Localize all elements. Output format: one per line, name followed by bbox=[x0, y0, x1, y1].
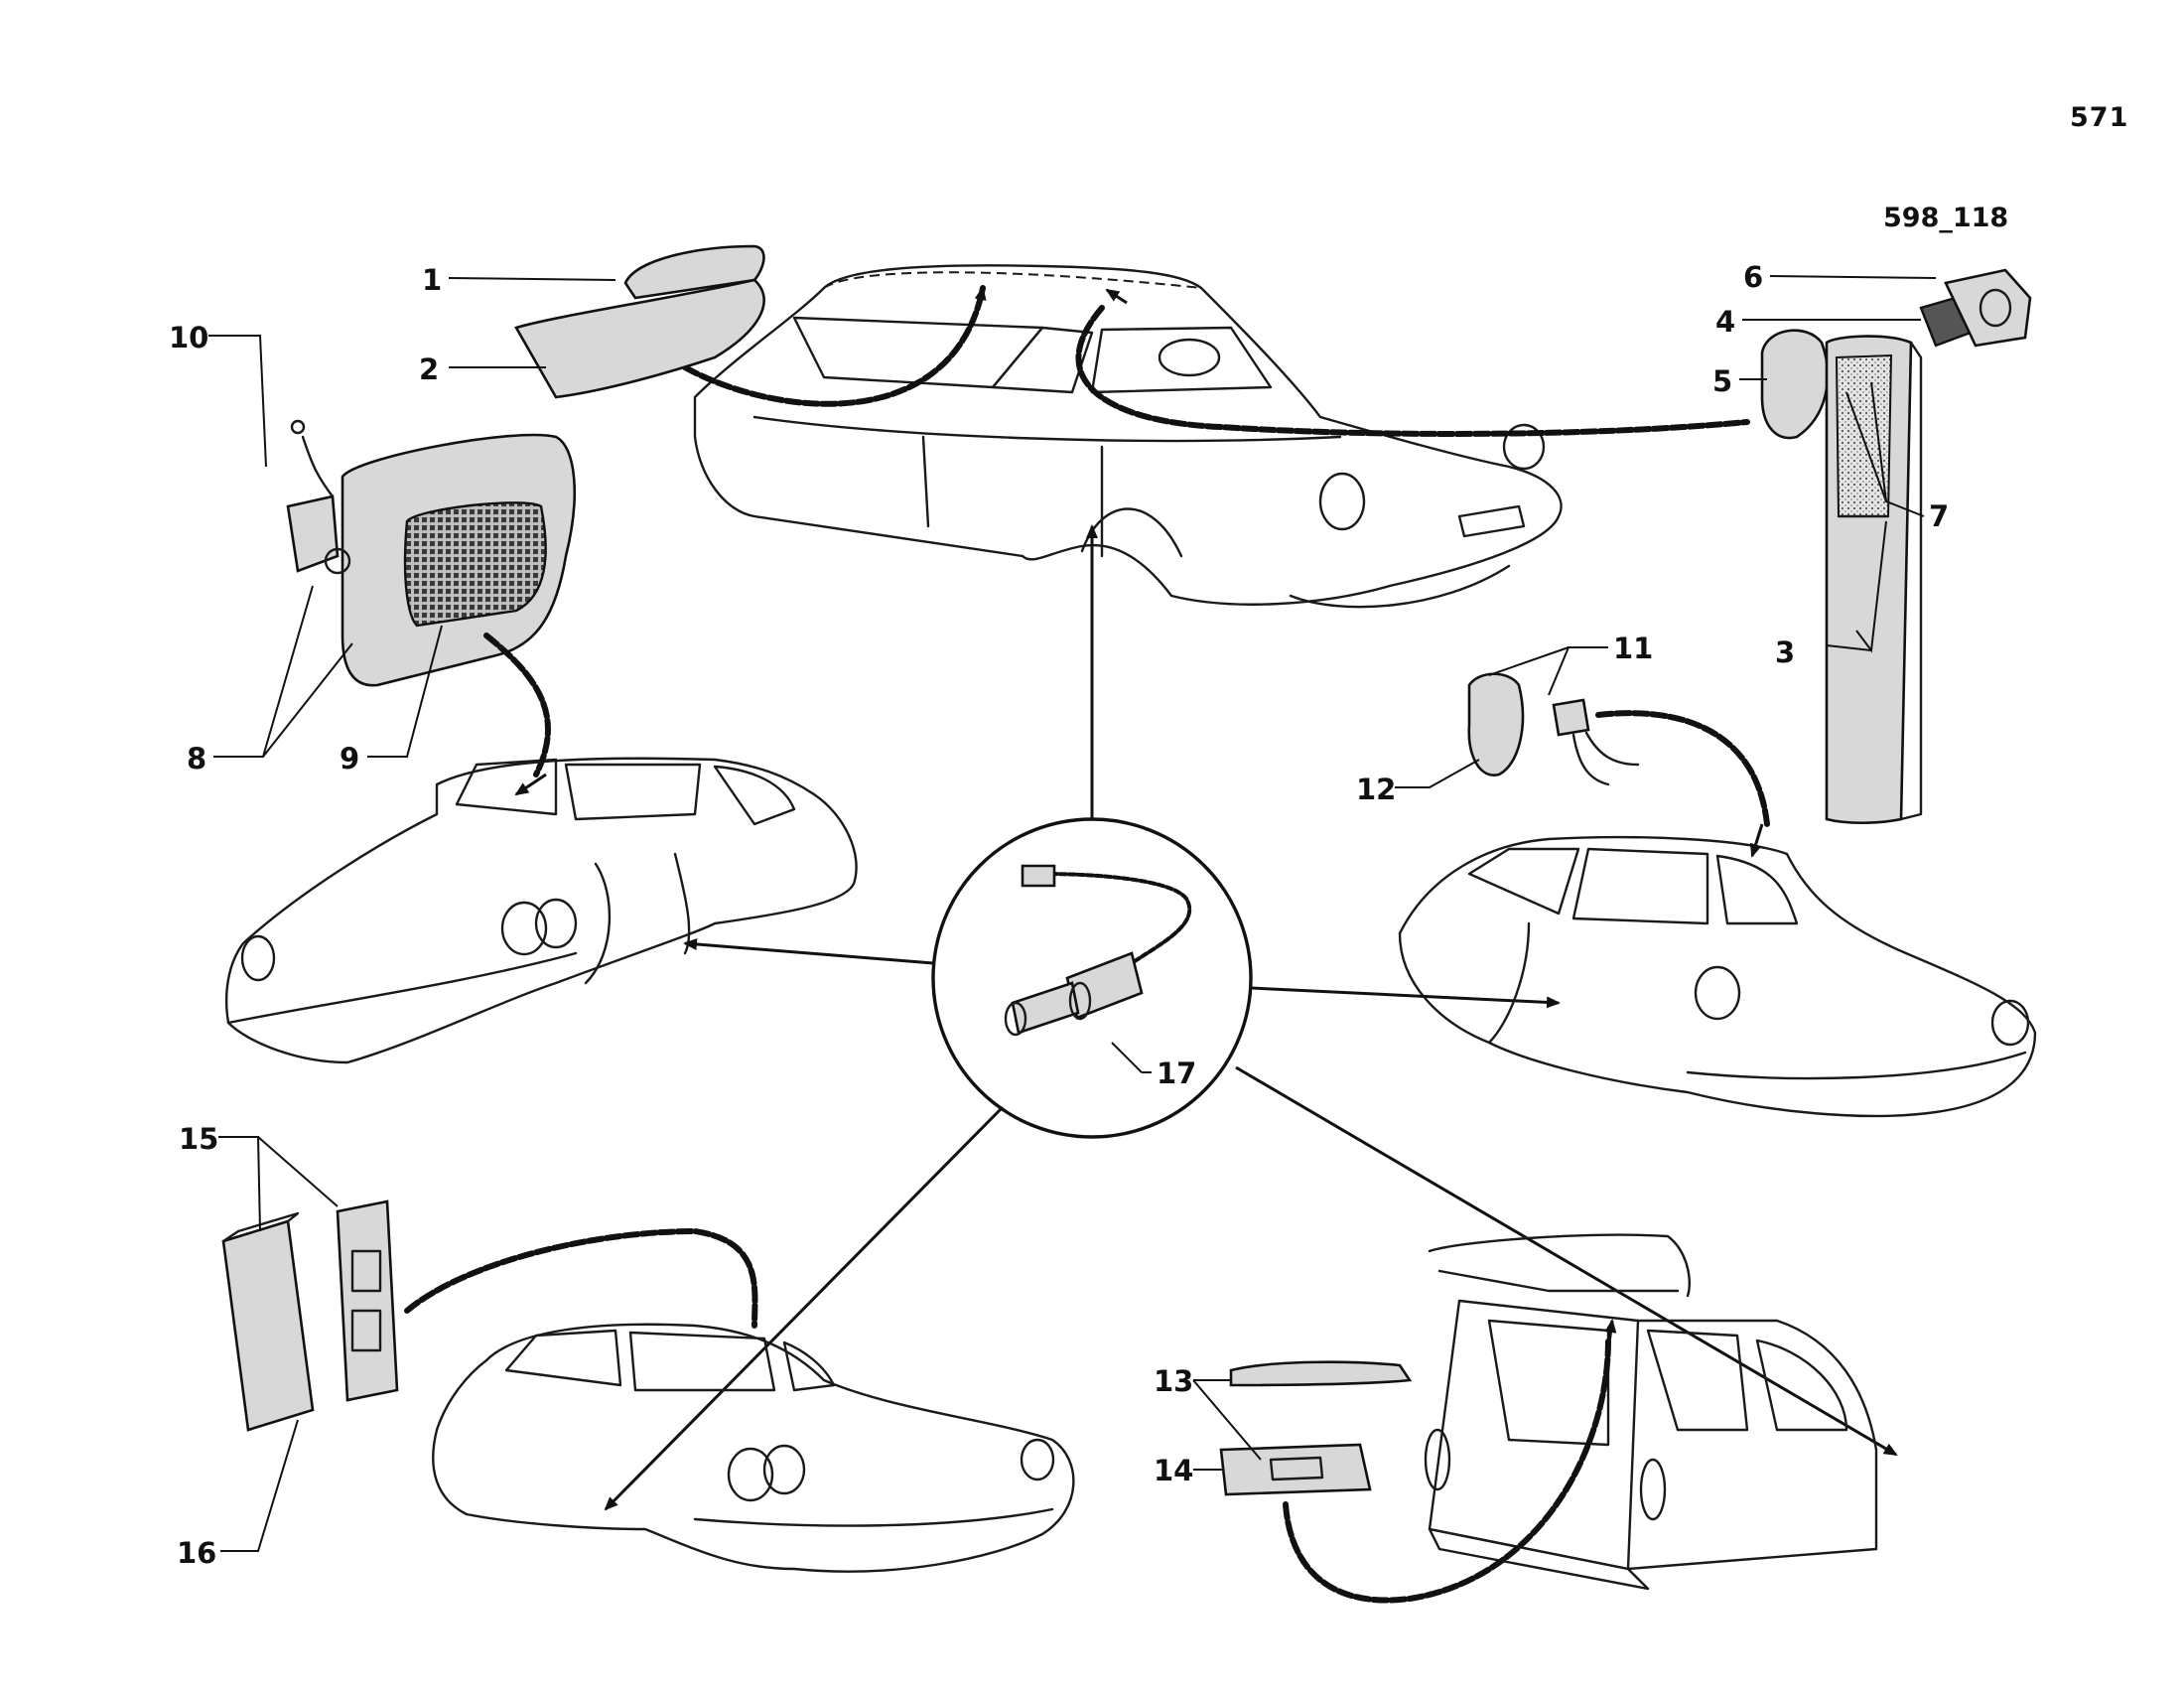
callout-13: 13 bbox=[1154, 1364, 1193, 1398]
part-3-7-pillar bbox=[1825, 335, 1923, 825]
estate-bottom-right-illustration bbox=[1424, 1233, 1878, 1591]
callout-8: 8 bbox=[187, 742, 206, 776]
callout-5: 5 bbox=[1712, 364, 1732, 398]
callout-12: 12 bbox=[1356, 773, 1396, 806]
part-13-14 bbox=[1219, 1360, 1413, 1496]
part-17-inset bbox=[931, 817, 1253, 1139]
callout-6: 6 bbox=[1743, 260, 1763, 294]
diagram-reference: 598_118 bbox=[1883, 203, 2009, 233]
callout-3: 3 bbox=[1775, 635, 1795, 669]
callout-numbers: 1 2 3 4 5 6 7 8 9 10 11 12 13 14 15 16 1… bbox=[169, 260, 1949, 1570]
part-15-16 bbox=[221, 1199, 399, 1432]
callout-1: 1 bbox=[422, 263, 442, 297]
page-number: 571 bbox=[2070, 102, 2129, 133]
sedan-bottom-left-illustration bbox=[432, 1323, 1075, 1573]
part-4-5-6 bbox=[1760, 268, 2032, 440]
part-11-12 bbox=[1467, 672, 1640, 786]
callout-15: 15 bbox=[179, 1122, 218, 1156]
callout-7: 7 bbox=[1929, 499, 1949, 533]
part-8-9-10-lamp bbox=[286, 419, 576, 687]
sedan-top-illustration bbox=[693, 264, 1563, 609]
callout-10: 10 bbox=[169, 321, 208, 354]
callout-2: 2 bbox=[419, 352, 439, 386]
callout-14: 14 bbox=[1154, 1454, 1193, 1487]
part-1-2-lamp bbox=[514, 244, 765, 399]
sedan-right-illustration bbox=[1398, 835, 2037, 1118]
callout-9: 9 bbox=[340, 742, 359, 776]
callout-17: 17 bbox=[1157, 1057, 1196, 1090]
sedan-left-illustration bbox=[224, 757, 858, 1064]
callout-16: 16 bbox=[177, 1536, 216, 1570]
callout-4: 4 bbox=[1715, 305, 1735, 339]
callout-11: 11 bbox=[1613, 632, 1653, 665]
callout-leaders bbox=[208, 275, 1937, 1552]
